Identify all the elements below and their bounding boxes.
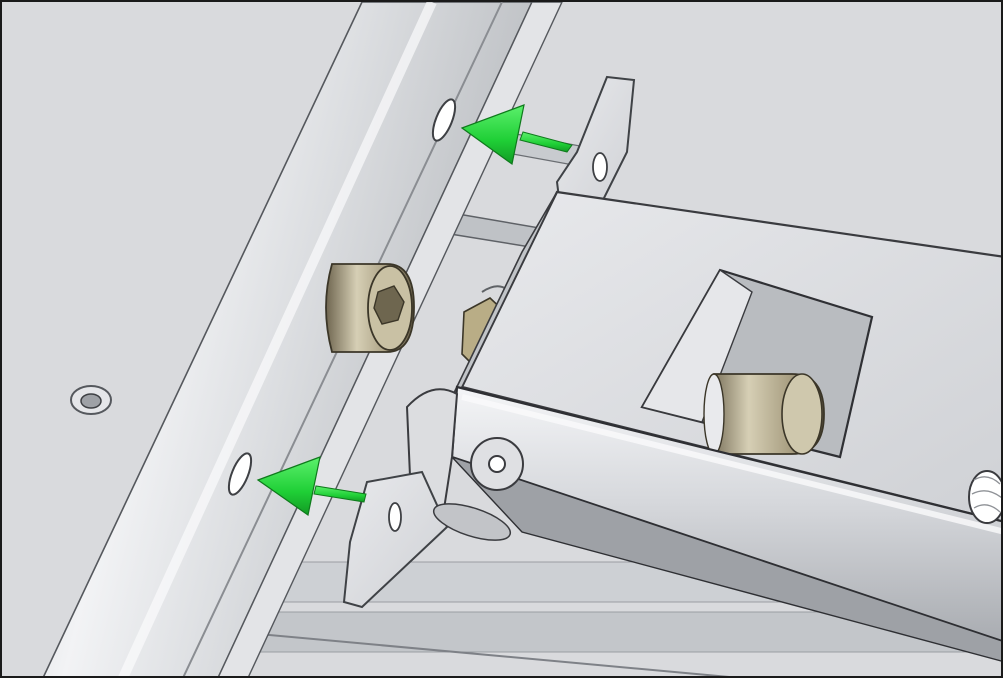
hex-socket xyxy=(373,285,405,325)
floor-hole-inner xyxy=(80,393,102,409)
bracket-side xyxy=(451,191,558,398)
beam-highlight xyxy=(461,394,1001,535)
slot-roller-end xyxy=(703,373,725,455)
beam-hole-thread xyxy=(971,476,1001,513)
beam-underside xyxy=(451,456,1001,662)
direction-arrow-icon xyxy=(460,104,573,166)
tab-hole xyxy=(592,152,608,182)
beam-hole xyxy=(968,470,1001,524)
lower-tab-hole xyxy=(388,502,402,532)
slot-roller-face xyxy=(781,373,823,455)
main-rail xyxy=(43,2,533,676)
direction-arrow-icon xyxy=(256,456,367,517)
screw-socket xyxy=(488,455,506,473)
lower-tab xyxy=(342,470,449,609)
flange-hole xyxy=(431,98,457,142)
lower-roller xyxy=(432,503,512,541)
floor-edge xyxy=(181,626,730,676)
rail-highlight xyxy=(118,2,437,676)
flange-hole xyxy=(227,452,253,496)
slot-wall xyxy=(640,268,753,423)
